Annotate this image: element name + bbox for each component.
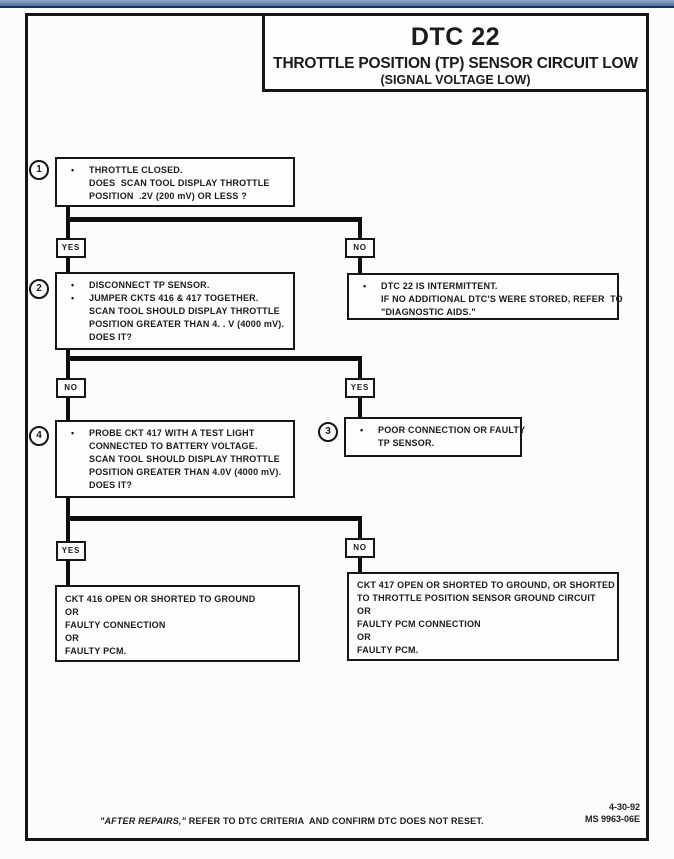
dtc-title-box: DTC 22 THROTTLE POSITION (TP) SENSOR CIR… (262, 13, 649, 92)
result-line: FAULTY PCM. (65, 646, 127, 656)
result-line: TO THROTTLE POSITION SENSOR GROUND CIRCU… (357, 593, 596, 603)
step-4-line: SCAN TOOL SHOULD DISPLAY THROTTLE (89, 454, 280, 464)
result-line: CKT 416 OPEN OR SHORTED TO GROUND (65, 594, 256, 604)
flow-line (66, 217, 362, 222)
flow-line (66, 398, 70, 420)
result-line: FAULTY PCM. (357, 645, 419, 655)
dtc-title-line2: (SIGNAL VOLTAGE LOW) (380, 73, 531, 87)
intermittent-line: "DIAGNOSTIC AIDS." (381, 307, 476, 317)
bullet-icon: • (71, 428, 75, 438)
intermittent-line: •DTC 22 IS INTERMITTENT. (363, 281, 498, 291)
flow-line (66, 258, 70, 272)
result-line: CKT 417 OPEN OR SHORTED TO GROUND, OR SH… (357, 580, 615, 590)
branch-label-yes: YES (56, 541, 86, 561)
result-line: FAULTY PCM CONNECTION (357, 619, 481, 629)
bullet-icon: • (360, 425, 364, 435)
bullet-icon: • (71, 165, 75, 175)
result-line: FAULTY CONNECTION (65, 620, 166, 630)
result-line: OR (357, 606, 371, 616)
step-4-line: POSITION GREATER THAN 4.0V (4000 mV). (89, 467, 282, 477)
branch-label-yes: YES (345, 378, 375, 398)
flow-line (66, 516, 362, 521)
flow-line (358, 356, 362, 378)
step-4-line: CONNECTED TO BATTERY VOLTAGE. (89, 441, 258, 451)
bullet-icon: • (71, 293, 75, 303)
step-number-1: 1 (29, 160, 49, 180)
step-number-3: 3 (318, 422, 338, 442)
step-4-line: •PROBE CKT 417 WITH A TEST LIGHT (71, 428, 255, 438)
step-2-box: •DISCONNECT TP SENSOR. •JUMPER CKTS 416 … (55, 272, 295, 350)
step-2-line: SCAN TOOL SHOULD DISPLAY THROTTLE (89, 306, 280, 316)
step-1-line: POSITION .2V (200 mV) OR LESS ? (89, 191, 247, 201)
flow-line (358, 258, 362, 273)
top-accent-bar (0, 0, 674, 8)
result-line: OR (65, 633, 79, 643)
revision-date: 4-30-92 (608, 802, 640, 812)
flow-line (66, 356, 362, 361)
branch-label-no: NO (56, 378, 86, 398)
step-1-box: •THROTTLE CLOSED. DOES SCAN TOOL DISPLAY… (55, 157, 295, 207)
step-number-4: 4 (29, 426, 49, 446)
flow-line (66, 561, 70, 585)
step-1-line: DOES SCAN TOOL DISPLAY THROTTLE (89, 178, 270, 188)
step-number-2: 2 (29, 279, 49, 299)
intermittent-line: IF NO ADDITIONAL DTC'S WERE STORED, REFE… (381, 294, 623, 304)
flow-line (358, 516, 362, 538)
branch-label-yes: YES (56, 238, 86, 258)
flow-line (66, 350, 70, 378)
after-repairs-note-italic: "AFTER REPAIRS," (100, 816, 187, 826)
step-4-box: •PROBE CKT 417 WITH A TEST LIGHT CONNECT… (55, 420, 295, 498)
step-1-line: •THROTTLE CLOSED. (71, 165, 183, 175)
step-2-line: •DISCONNECT TP SENSOR. (71, 280, 210, 290)
dtc-code: DTC 22 (410, 23, 501, 51)
after-repairs-note-rest: REFER TO DTC CRITERIA AND CONFIRM DTC DO… (186, 816, 484, 826)
document-reference: 4-30-92 MS 9963-06E (585, 801, 640, 825)
dtc-title-line1: THROTTLE POSITION (TP) SENSOR CIRCUIT LO… (273, 55, 638, 72)
bullet-icon: • (71, 280, 75, 290)
flow-line (358, 217, 362, 238)
result-ckt417-box: CKT 417 OPEN OR SHORTED TO GROUND, OR SH… (347, 572, 619, 661)
after-repairs-note: "AFTER REPAIRS," REFER TO DTC CRITERIA A… (100, 816, 484, 826)
document-number: MS 9963-06E (584, 814, 640, 824)
flow-line (358, 558, 362, 572)
flow-line (358, 398, 362, 417)
result-ckt416-box: CKT 416 OPEN OR SHORTED TO GROUND OR FAU… (55, 585, 300, 662)
step-2-line: DOES IT? (89, 332, 133, 342)
step-4-line: DOES IT? (89, 480, 133, 490)
flow-line (66, 207, 70, 238)
bullet-icon: • (363, 281, 367, 291)
branch-label-no: NO (345, 238, 375, 258)
intermittent-result-box: •DTC 22 IS INTERMITTENT. IF NO ADDITIONA… (347, 273, 623, 320)
step-2-line: POSITION GREATER THAN 4. . V (4000 mV). (89, 319, 285, 329)
result-line: OR (357, 632, 371, 642)
step-3-line: TP SENSOR. (378, 438, 435, 448)
result-line: OR (65, 607, 79, 617)
step-2-line: •JUMPER CKTS 416 & 417 TOGETHER. (71, 293, 259, 303)
step-3-line: •POOR CONNECTION OR FAULTY (360, 425, 526, 435)
step-3-box: •POOR CONNECTION OR FAULTY TP SENSOR. (344, 417, 526, 457)
branch-label-no: NO (345, 538, 375, 558)
